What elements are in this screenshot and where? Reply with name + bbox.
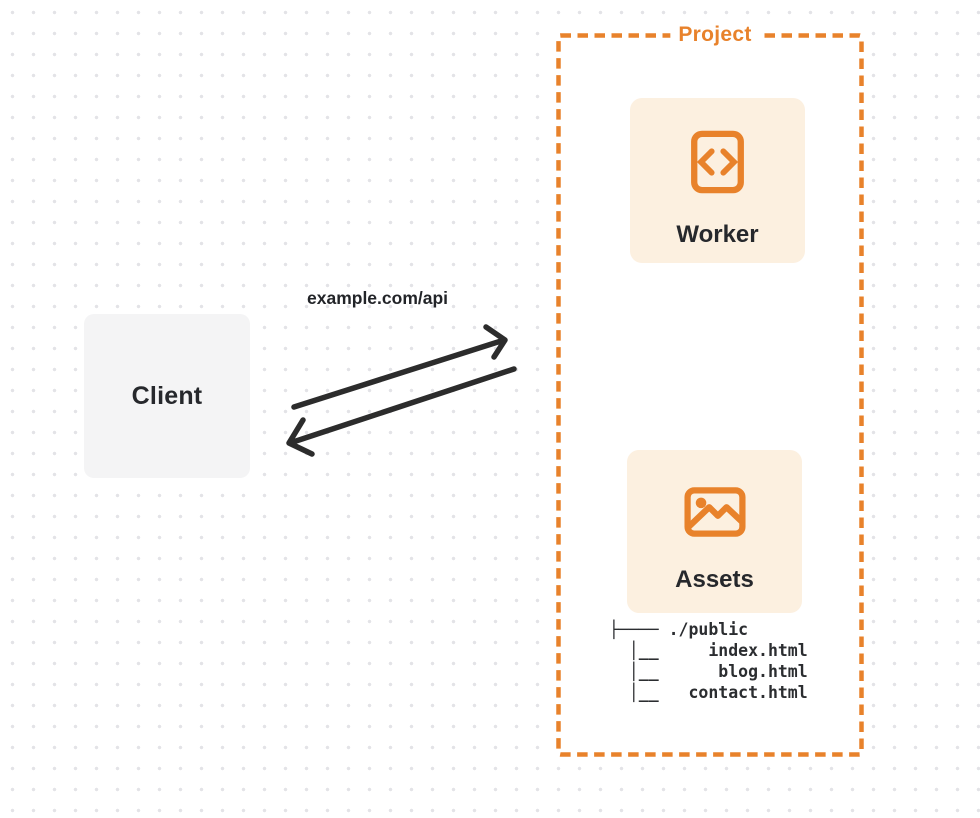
file-tree-line-blog: │__ blog.html [609, 662, 808, 681]
project-container: Project Worker Assets ├──── ./publi [554, 21, 866, 759]
file-tree-line-index: │__ index.html [609, 641, 808, 660]
client-label: Client [131, 381, 203, 410]
file-tree-line-root: ├──── ./public [609, 620, 749, 639]
file-tree: ├──── ./public │__ index.html │__ blog.h… [609, 619, 808, 703]
assets-card: Assets [627, 450, 802, 613]
worker-label: Worker [676, 221, 759, 248]
request-url-label: example.com/api [307, 288, 449, 308]
assets-label: Assets [675, 566, 754, 593]
image-icon [683, 487, 746, 537]
worker-card: Worker [630, 98, 805, 263]
request-arrow [291, 324, 508, 410]
project-label: Project [670, 21, 760, 49]
response-arrow [286, 366, 517, 457]
file-tree-line-contact: │__ contact.html [609, 683, 808, 702]
code-file-icon [691, 130, 744, 194]
client-node: Client [84, 314, 250, 478]
